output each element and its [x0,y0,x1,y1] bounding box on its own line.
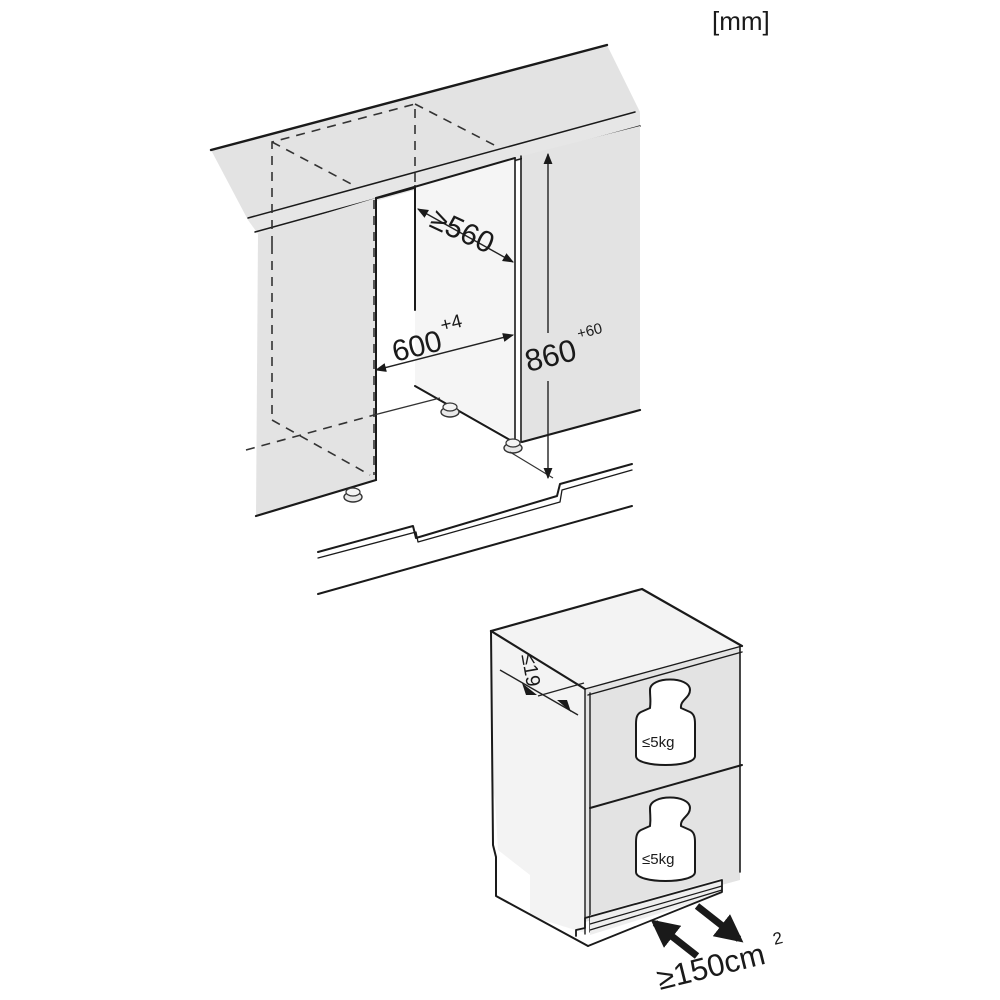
drawer-lower-load-label: ≤5kg [642,851,674,868]
unit-label: [mm] [712,6,770,36]
drawer-upper-load-label: ≤5kg [642,734,674,751]
appliance-side [491,631,585,933]
weight-icon-upper [635,678,696,766]
countertop [211,45,640,220]
weight-icon-lower [635,796,696,882]
right-cabinet [522,126,640,442]
left-cabinet [256,198,376,516]
air-outflow-arrow [694,903,744,943]
countertop-front [248,112,640,234]
appliance [489,587,744,959]
ventilation-superscript: 2 [771,928,785,949]
foot-middle [440,402,460,418]
height-tolerance: +60 [575,320,604,343]
air-intake-arrow [650,919,700,959]
foot-left [343,487,363,503]
niche-back [415,158,515,440]
ventilation-label: ≥150cm [653,936,768,997]
niche-scene [209,43,642,595]
appliance-front [585,646,740,922]
appliance-plinth [590,878,722,935]
foot-right [503,438,523,454]
